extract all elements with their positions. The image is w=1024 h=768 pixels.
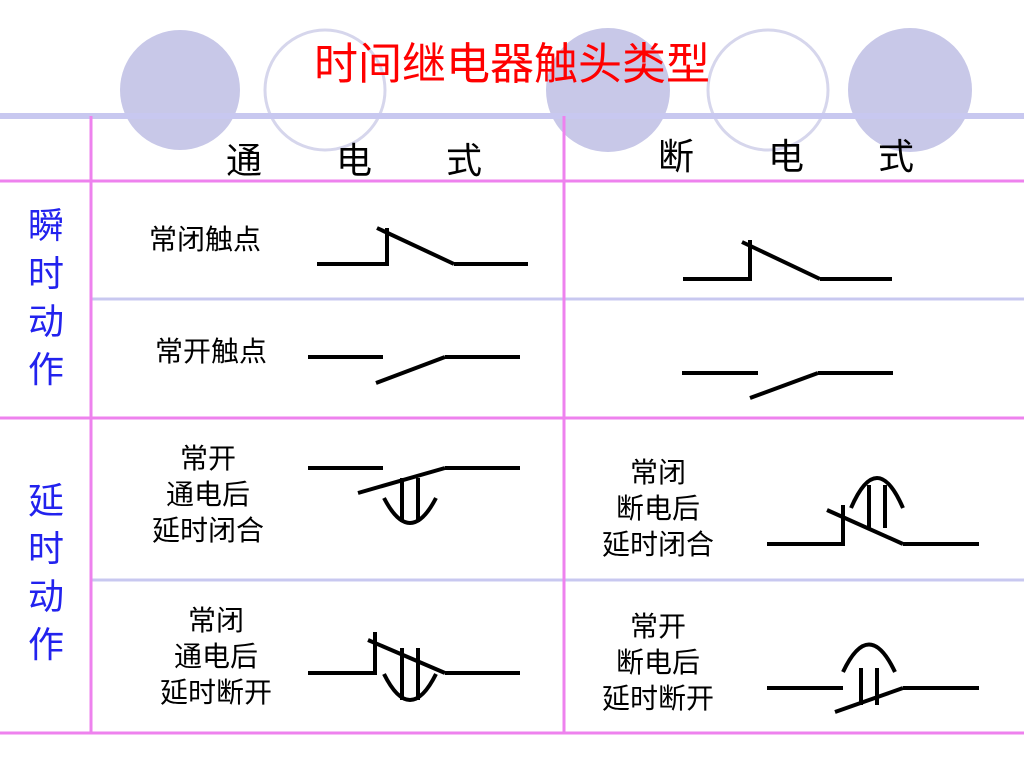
column-header-char: 通 <box>225 141 264 182</box>
contact-label-line: 断电后 <box>615 646 700 679</box>
contact-label-line: 常开 <box>629 610 686 643</box>
column-header-energize: 通电式 <box>190 132 520 184</box>
row-label-char: 时 <box>27 254 64 295</box>
symbol-delay-nc-energize <box>308 632 520 702</box>
column-header-char: 式 <box>877 137 916 178</box>
row-label-char: 作 <box>27 350 64 391</box>
decor-circle <box>706 28 830 152</box>
row-label-char: 动 <box>27 302 64 343</box>
contact-label-line: 断电后 <box>615 492 700 525</box>
column-header-char: 电 <box>335 141 374 182</box>
table-grid <box>0 113 1024 735</box>
contact-label-line: 通电后 <box>173 640 258 673</box>
label-delay-no-deenergize: 常开 断电后 延时断开 <box>570 609 746 717</box>
row-label-char: 动 <box>27 577 64 618</box>
label-delay-no-energize: 常开 通电后 延时闭合 <box>120 441 296 549</box>
symbol-delay-no-energize <box>308 466 520 525</box>
contact-label-line: 常闭 <box>629 456 686 489</box>
contact-label-line: 延时断开 <box>601 682 714 715</box>
symbol-instant-no-deenergize <box>682 371 893 400</box>
column-header-char: 断 <box>657 137 696 178</box>
page-title: 时间继电器触头类型 <box>314 39 710 90</box>
column-header-char: 电 <box>767 137 806 178</box>
row-label-char: 作 <box>27 625 64 666</box>
symbol-instant-nc-deenergize <box>683 240 892 281</box>
symbol-delay-nc-deenergize <box>767 476 979 546</box>
symbol-instant-no-energize <box>308 355 520 385</box>
symbol-instant-nc-energize <box>317 226 528 266</box>
contact-label-line: 延时闭合 <box>151 514 264 547</box>
row-label-char: 延 <box>27 481 64 522</box>
label-instant-no: 常开触点 <box>126 334 296 370</box>
row-label-char: 瞬 <box>27 206 64 247</box>
row-label-instant: 瞬 时 动 作 <box>10 203 82 395</box>
column-header-char: 式 <box>445 141 484 182</box>
symbol-delay-no-deenergize <box>767 642 979 714</box>
label-instant-nc: 常闭触点 <box>120 222 290 258</box>
contact-label: 常闭触点 <box>148 223 261 256</box>
contact-label: 常开触点 <box>154 335 267 368</box>
decor-circle <box>546 28 670 152</box>
row-label-delayed: 延 时 动 作 <box>10 478 82 670</box>
contact-label-line: 常开 <box>179 442 236 475</box>
row-label-char: 时 <box>27 529 64 570</box>
decor-circle <box>848 28 972 152</box>
label-delay-nc-deenergize: 常闭 断电后 延时闭合 <box>570 455 746 563</box>
decor-circle <box>263 28 387 152</box>
decor-circle <box>120 30 240 150</box>
contact-label-line: 延时断开 <box>159 676 272 709</box>
contact-label-line: 通电后 <box>165 478 250 511</box>
contact-label-line: 常闭 <box>187 604 244 637</box>
contact-label-line: 延时闭合 <box>601 528 714 561</box>
label-delay-nc-energize: 常闭 通电后 延时断开 <box>128 603 304 711</box>
column-header-deenergize: 断电式 <box>622 128 952 180</box>
